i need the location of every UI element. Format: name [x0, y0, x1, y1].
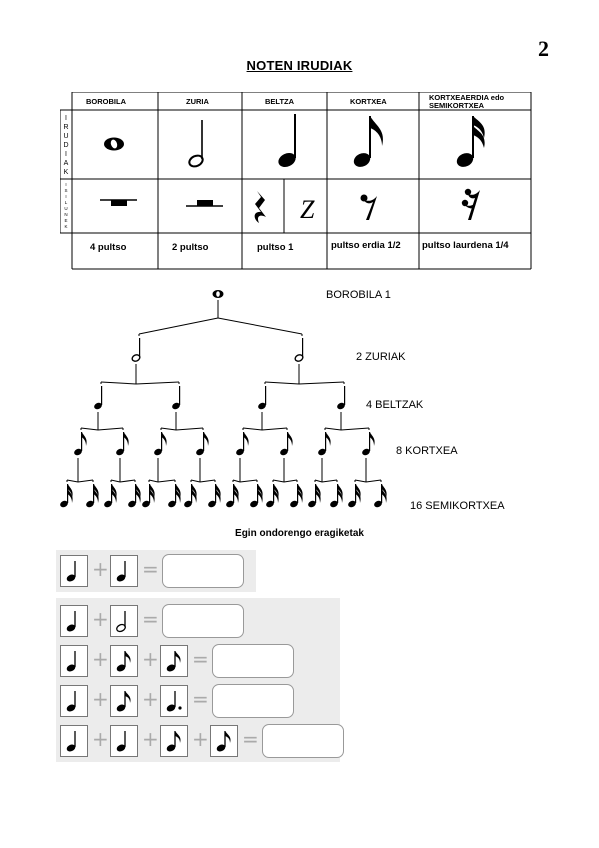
sixteenth-note-icon: [348, 484, 361, 508]
sixteenth-note-icon: [142, 484, 155, 508]
half-rest-icon: [186, 200, 223, 207]
note-value-tree: BOROBILA 1 2 ZURIAK 4 BELTZAK 8 KORTXEA …: [60, 289, 505, 512]
answer-box[interactable]: [212, 684, 294, 718]
quarter-rest-icon: [254, 191, 266, 223]
tree-label-zuriak: 2 ZURIAK: [356, 351, 406, 363]
eighth-note-icon: [116, 432, 129, 456]
eighth-rest-icon: [360, 194, 377, 220]
sixteenth-note-icon: [60, 484, 73, 508]
plus-sign: +: [92, 557, 109, 581]
duration-kortxea: pultso erdia 1/2: [331, 240, 401, 251]
note-figures-table: BOROBILA ZURIA BELTZA KORTXEA KORTXEAERD…: [60, 92, 532, 270]
quarter-note-card: [60, 645, 88, 677]
sixteenth-note-icon: [226, 484, 239, 508]
half-note-card: [110, 605, 138, 637]
eighth-note-icon: [236, 432, 249, 456]
eighth-note-icon: [362, 432, 375, 456]
plus-sign: +: [92, 687, 109, 711]
answer-box[interactable]: [262, 724, 344, 758]
whole-note-icon: [212, 290, 224, 298]
duration-beltza: pultso 1: [257, 242, 294, 253]
sixteenth-note-icon: [184, 484, 197, 508]
sixteenth-rest-icon: [461, 188, 480, 220]
plus-sign: +: [92, 607, 109, 631]
duration-semikortxea: pultso laurdena 1/4: [422, 240, 509, 251]
equals-sign: =: [142, 557, 159, 581]
plus-sign: +: [192, 727, 209, 751]
equals-sign: =: [192, 647, 209, 671]
eighth-note-card: [160, 725, 188, 757]
tree-label-kortxea: 8 KORTXEA: [396, 445, 458, 457]
plus-sign: +: [142, 687, 159, 711]
page-number: 2: [538, 36, 549, 61]
page-title: NOTEN IRUDIAK: [246, 58, 353, 73]
header-beltza: BELTZA: [265, 97, 295, 106]
quarter-note-card: [60, 605, 88, 637]
tree-label-semikortxea: 16 SEMIKORTXEA: [410, 500, 505, 512]
quarter-note-icon: [258, 386, 267, 410]
sixteenth-note-icon: [128, 484, 141, 508]
quarter-note-card: [110, 555, 138, 587]
eighth-note-card: [160, 645, 188, 677]
eighth-note-card: [110, 685, 138, 717]
plus-sign: +: [142, 727, 159, 751]
eighth-note-icon: [196, 432, 209, 456]
plus-sign: +: [92, 727, 109, 751]
half-note-icon: [188, 120, 204, 168]
quarter-note-icon: [337, 386, 346, 410]
answer-box[interactable]: [212, 644, 294, 678]
duration-borobila: 4 pultso: [90, 242, 127, 253]
eighth-note-card: [110, 645, 138, 677]
quarter-note-icon: [94, 386, 103, 410]
half-note-icon: [131, 338, 141, 362]
tree-label-borobila: BOROBILA 1: [326, 289, 391, 301]
plus-sign: +: [92, 647, 109, 671]
equals-sign: =: [242, 727, 259, 751]
sixteenth-note-icon: [308, 484, 321, 508]
quarter-note-card: [60, 725, 88, 757]
quarter-note-icon: [278, 114, 296, 168]
equals-sign: =: [142, 607, 159, 631]
sixteenth-note-icon: [290, 484, 303, 508]
instruction-text: Egin ondorengo eragiketak: [235, 528, 364, 539]
quarter-note-card: [60, 685, 88, 717]
sixteenth-note-icon: [330, 484, 343, 508]
header-kortxea: KORTXEA: [350, 97, 387, 106]
sixteenth-note-icon: [86, 484, 99, 508]
header-zuria: ZURIA: [186, 97, 209, 106]
quarter-note-card: [60, 555, 88, 587]
duration-zuria: 2 pultso: [172, 242, 209, 253]
quarter-note-icon: [172, 386, 181, 410]
sixteenth-note-icon: [456, 116, 485, 167]
eighth-note-icon: [280, 432, 293, 456]
eighth-note-icon: [353, 116, 383, 167]
quarter-note-card: [110, 725, 138, 757]
eighth-note-icon: [154, 432, 167, 456]
answer-box[interactable]: [162, 554, 244, 588]
sixteenth-note-icon: [104, 484, 117, 508]
answer-box[interactable]: [162, 604, 244, 638]
sixteenth-note-icon: [250, 484, 263, 508]
sixteenth-note-icon: [168, 484, 181, 508]
whole-note-icon: [104, 137, 124, 151]
sixteenth-note-icon: [208, 484, 221, 508]
quarter-rest-alt-icon: Z: [300, 195, 315, 224]
sixteenth-note-icon: [374, 484, 387, 508]
whole-rest-icon: [100, 199, 137, 206]
eighth-note-icon: [318, 432, 331, 456]
dotted-quarter-note-card: [160, 685, 188, 717]
eighth-note-card: [210, 725, 238, 757]
sixteenth-note-icon: [266, 484, 279, 508]
header-borobila: BOROBILA: [86, 97, 127, 106]
tree-label-beltzak: 4 BELTZAK: [366, 399, 424, 411]
equals-sign: =: [192, 687, 209, 711]
plus-sign: +: [142, 647, 159, 671]
half-note-icon: [294, 338, 304, 362]
eighth-note-icon: [74, 432, 87, 456]
